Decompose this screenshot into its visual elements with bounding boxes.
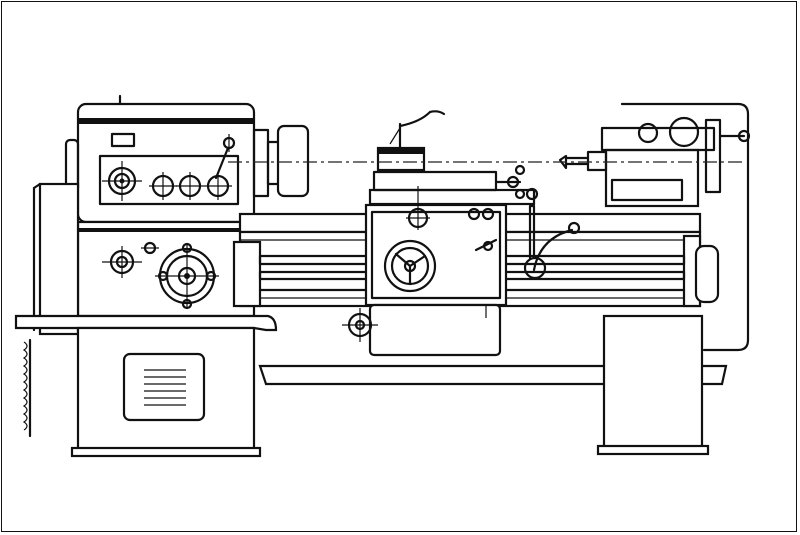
tailstock bbox=[558, 102, 751, 352]
tool-post bbox=[376, 110, 446, 172]
cross-slide bbox=[368, 164, 539, 206]
feed-handwheel bbox=[155, 242, 219, 310]
left-pedestal bbox=[22, 326, 262, 458]
carriage-lever bbox=[523, 204, 581, 280]
half-nut-lever bbox=[474, 238, 498, 252]
compound-rest-dials bbox=[406, 186, 495, 230]
speed-dials bbox=[149, 172, 232, 200]
feed-dial bbox=[102, 241, 159, 278]
carriage-apron bbox=[364, 203, 508, 357]
gear-selector-dial bbox=[102, 161, 142, 201]
apron-handwheel bbox=[383, 239, 437, 293]
feed-handle bbox=[342, 308, 378, 342]
right-pedestal bbox=[596, 314, 710, 456]
speed-lever bbox=[214, 134, 236, 180]
gearbox bbox=[32, 182, 256, 336]
headstock bbox=[64, 94, 310, 224]
